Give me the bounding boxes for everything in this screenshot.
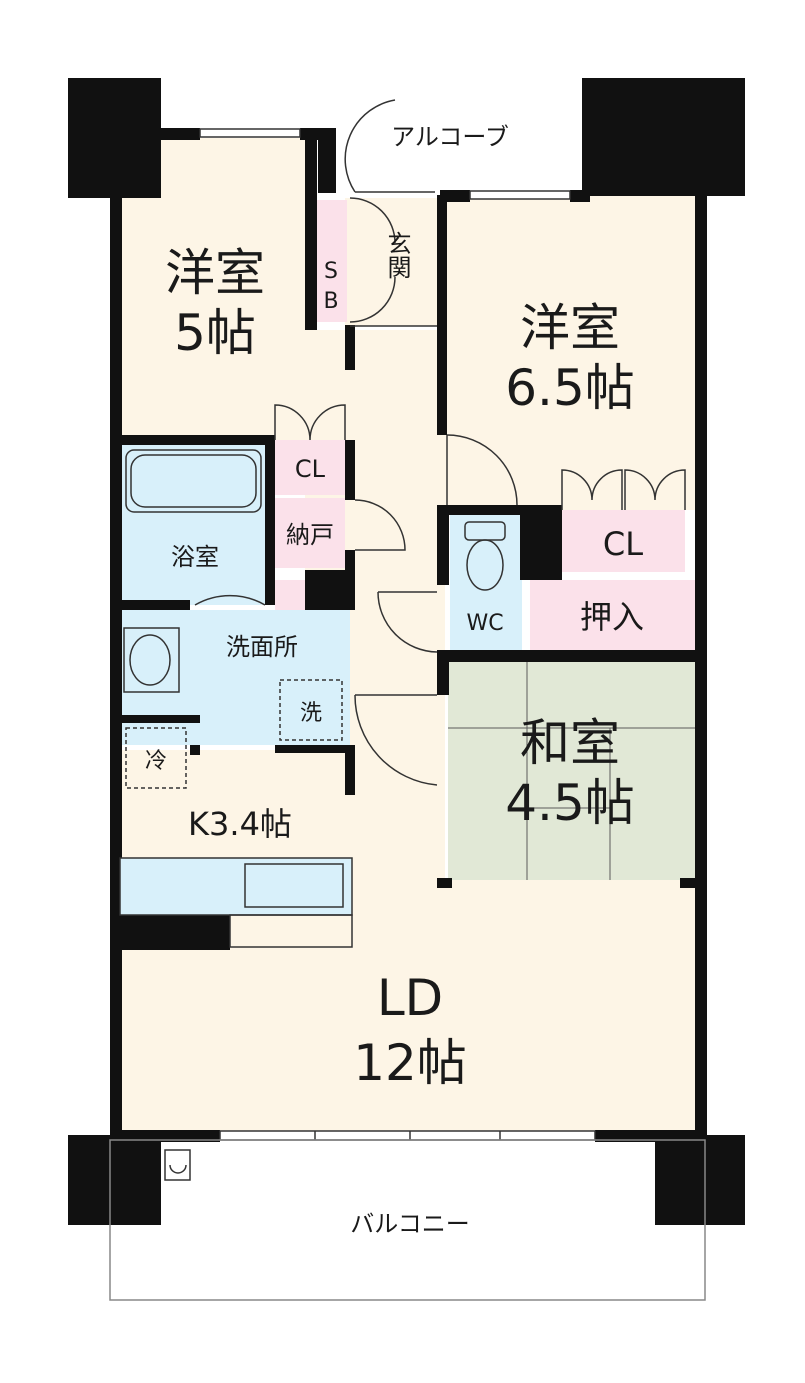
wall-kitchen-top (190, 745, 200, 755)
doors (194, 99, 686, 786)
floor-oshiire (530, 580, 695, 655)
bathtub (125, 449, 262, 513)
bath-name: 浴室 (171, 543, 219, 571)
wall-left (110, 190, 122, 1140)
wall-japanese-bottom-r (680, 878, 700, 888)
storage-name: 納戸 (286, 521, 334, 549)
floor-closet-a (275, 440, 345, 495)
closet-a-name: CL (295, 455, 326, 483)
washer-label: 洗 (300, 701, 322, 726)
floor-bath (120, 445, 265, 605)
japanese-size: 4.5帖 (505, 774, 635, 832)
washroom-name: 洗面所 (226, 633, 298, 661)
shoebox-1: S (324, 259, 338, 284)
floor-japanese (448, 662, 695, 880)
tatami-lines (448, 662, 695, 880)
wall-alcove-left (305, 128, 317, 330)
western-5-size: 5帖 (174, 304, 256, 362)
wall-bottom-right (595, 1130, 695, 1142)
floor-closet-b (562, 510, 685, 572)
walls (110, 128, 707, 1142)
wall-kitchen-top-2 (275, 745, 350, 753)
column-bottom-left (68, 1135, 161, 1225)
shoebox-2: B (323, 289, 338, 314)
wall-western5-bottom (120, 435, 275, 445)
floor-washroom-niche (275, 580, 305, 610)
floor-storage (275, 498, 345, 568)
floor-toilet (450, 512, 522, 652)
western-65-name: 洋室 (520, 299, 620, 357)
window-western5 (199, 128, 301, 138)
kitchen-name: K3.4帖 (188, 805, 292, 843)
window-ld (219, 1130, 596, 1141)
wall-toilet-bottom (437, 650, 695, 662)
wall-top-right (440, 190, 470, 202)
entrance-name: 玄関 (383, 231, 411, 279)
alcove-name: アルコーブ (391, 123, 509, 151)
western-5-name: 洋室 (165, 244, 265, 302)
wall-niche (305, 570, 350, 610)
washer-space (279, 679, 343, 741)
wall-toilet-top (437, 505, 562, 515)
wall-kitchen-left-top (120, 715, 200, 723)
wall-right (695, 190, 707, 1140)
wall-cl-left (265, 440, 275, 605)
column-bottom-right (655, 1135, 745, 1225)
wall-top-left (120, 128, 200, 140)
wall-toilet-right (520, 505, 562, 580)
wall-counter-base (120, 915, 230, 950)
vanity (123, 627, 180, 693)
ld-name: LD (377, 969, 443, 1027)
fridge-label: 冷 (145, 749, 167, 774)
wall-top-right-2 (570, 190, 590, 202)
closet-b-name: CL (603, 525, 643, 563)
toilet-name: WC (466, 611, 503, 636)
japanese-name: 和室 (520, 714, 620, 772)
wall-japanese-bottom-l (437, 878, 452, 888)
fridge-space (125, 727, 187, 789)
wall-toilet-left (437, 505, 449, 585)
labels: 洋室 5帖 洋室 6.5帖 和室 4.5帖 LD 12帖 K3.4帖 浴室 洗面… (145, 123, 644, 1238)
wall-bottom-left (120, 1130, 220, 1142)
balcony-tap (164, 1149, 191, 1181)
column-top-right (582, 78, 745, 196)
floor-entrance (345, 198, 440, 326)
wall-bath-bottom (120, 600, 190, 610)
wall-alcove-left-top (318, 128, 336, 193)
balcony-outline (109, 1139, 706, 1301)
ld-size: 12帖 (353, 1034, 467, 1092)
window-western65 (469, 190, 571, 200)
oshiire-name: 押入 (580, 598, 644, 636)
wall-hall-left-2 (345, 440, 355, 500)
columns (68, 78, 745, 1225)
floor-western-65 (445, 195, 695, 510)
fixtures (109, 449, 706, 1301)
western-65-size: 6.5帖 (505, 359, 635, 417)
balcony-name: バルコニー (350, 1210, 470, 1238)
wall-hall-left-4 (345, 745, 355, 795)
wall-japanese-left (437, 655, 449, 695)
kitchen-sink (244, 863, 344, 908)
floor-shoebox (315, 200, 347, 322)
wall-hall-left-1 (345, 325, 355, 370)
wall-hall-right-1 (437, 195, 447, 435)
counter-edge (229, 914, 353, 948)
